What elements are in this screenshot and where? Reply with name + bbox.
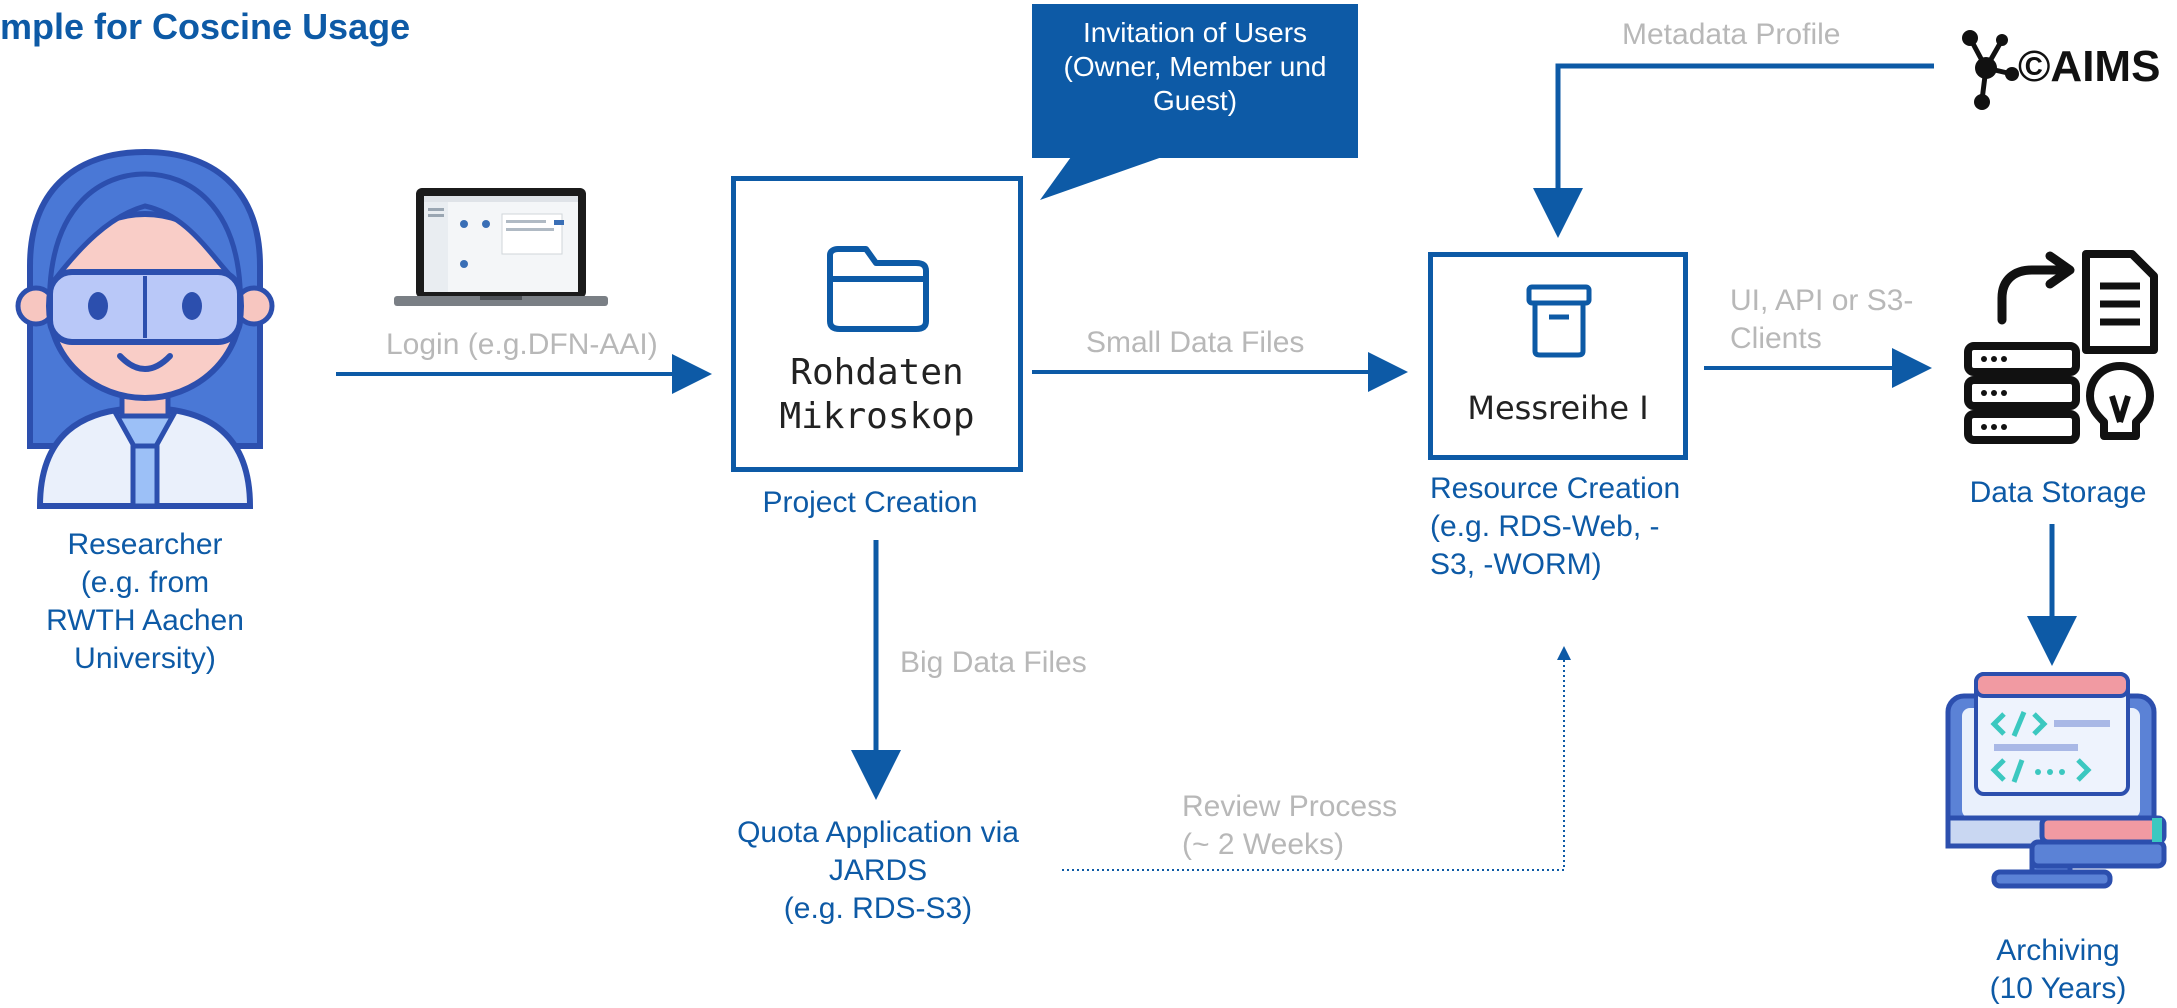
ui-api-label-line: UI, API or S3- xyxy=(1730,284,1914,317)
project-box-line1: Rohdaten xyxy=(790,352,964,393)
data-storage-icon xyxy=(1964,250,2158,444)
resource-caption-line: (e.g. RDS-Web, - xyxy=(1430,510,1660,543)
resource-box-title: Messreihe I xyxy=(1467,389,1649,427)
review-label-line: Review Process xyxy=(1182,790,1398,823)
review-connector xyxy=(1062,646,1571,871)
researcher-label-line: RWTH Aachen xyxy=(46,604,244,637)
resource-caption: Resource Creation (e.g. RDS-Web, - S3, -… xyxy=(1430,470,1680,584)
researcher-avatar xyxy=(15,148,275,509)
callout-pointer xyxy=(1040,150,1182,200)
laptop-icon xyxy=(394,188,608,306)
aims-logo-text: ©AIMS xyxy=(2018,42,2161,91)
review-label-line: (~ 2 Weeks) xyxy=(1182,828,1344,861)
quota-label-line: JARDS xyxy=(828,854,928,887)
resource-caption-line: Resource Creation xyxy=(1430,472,1681,505)
molecule-icon xyxy=(1962,30,2019,110)
researcher-label-line: (e.g. from xyxy=(80,566,210,599)
aims-logo: ©AIMS xyxy=(1958,28,2164,112)
login-label: Login (e.g.DFN-AAI) xyxy=(386,328,658,361)
metadata-label: Metadata Profile xyxy=(1622,18,1841,51)
archiving-caption-line: Archiving xyxy=(1996,934,2120,967)
project-box: Rohdaten Mikroskop xyxy=(731,176,1023,472)
ui-api-label-line: Clients xyxy=(1730,322,1822,355)
researcher-label-line: University) xyxy=(74,642,216,675)
researcher-label-line: Researcher xyxy=(67,528,223,561)
archive-box-icon xyxy=(1526,284,1592,358)
project-caption: Project Creation xyxy=(762,486,978,519)
quota-label-line: (e.g. RDS-S3) xyxy=(783,892,973,925)
page-title: mple for Coscine Usage xyxy=(0,6,411,47)
callout-line: Guest) xyxy=(1152,85,1238,116)
quota-label: Quota Application via JARDS (e.g. RDS-S3… xyxy=(710,814,1046,928)
callout-line: (Owner, Member und xyxy=(1063,51,1327,82)
archiving-caption: Archiving (10 Years) xyxy=(1948,932,2168,1008)
review-label: Review Process (~ 2 Weeks) xyxy=(1182,788,1397,864)
storage-caption: Data Storage xyxy=(1969,476,2147,509)
project-box-line2: Mikroskop xyxy=(779,396,975,437)
archiving-caption-line: (10 Years) xyxy=(1989,972,2127,1005)
quota-label-line: Quota Application via xyxy=(737,816,1019,849)
small-data-label: Small Data Files xyxy=(1086,326,1305,359)
callout-line: Invitation of Users xyxy=(1082,17,1308,48)
researcher-label: Researcher (e.g. from RWTH Aachen Univer… xyxy=(0,526,290,678)
metadata-arrow xyxy=(1533,63,1934,238)
project-box-title: Rohdaten Mikroskop xyxy=(736,351,1018,439)
resource-caption-line: S3, -WORM) xyxy=(1430,548,1602,581)
big-data-label: Big Data Files xyxy=(900,646,1087,679)
resource-box: Messreihe I xyxy=(1428,252,1688,460)
ui-api-label: UI, API or S3- Clients xyxy=(1730,282,1913,358)
invitation-callout: Invitation of Users (Owner, Member und G… xyxy=(1032,4,1358,158)
archiving-computer-icon xyxy=(1945,672,2167,889)
folder-icon xyxy=(827,246,929,332)
